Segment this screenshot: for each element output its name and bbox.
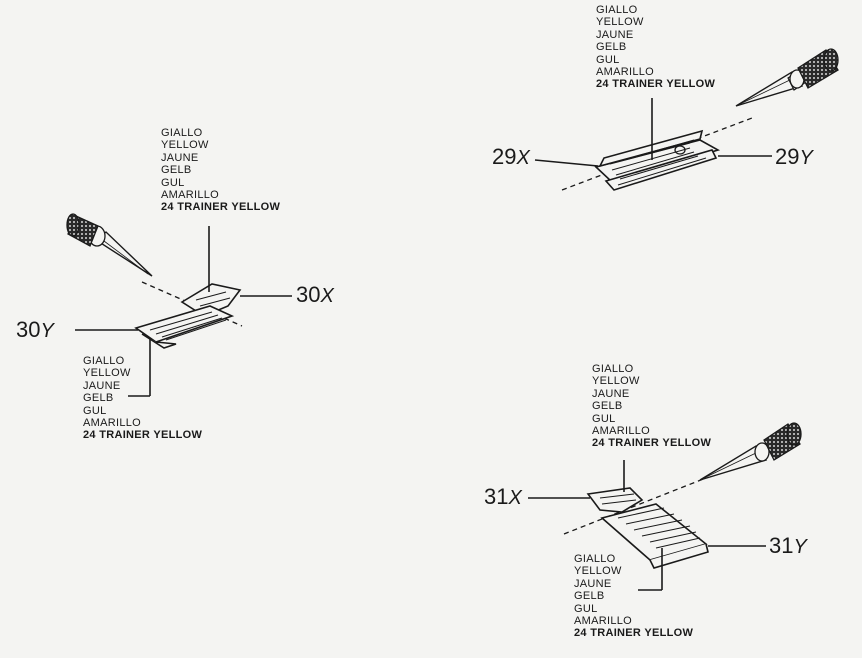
color-name-line: GIALLO [592, 363, 634, 375]
paint-label: 24 TRAINER YELLOW [596, 78, 716, 91]
color-name-line: GUL [574, 602, 598, 615]
color-name-line: YELLOW [596, 16, 644, 29]
color-name-line: JAUNE [596, 28, 634, 41]
color-name-line: GUL [161, 176, 185, 189]
paint-label: 24 TRAINER YELLOW [83, 429, 203, 442]
part-label-30y: 30Y [16, 317, 54, 343]
part-suffix: X [320, 285, 334, 307]
color-name-line: AMARILLO [592, 425, 651, 438]
part-number: 30 [296, 282, 321, 307]
color-name-line: GELB [161, 164, 192, 177]
color-name-line: YELLOW [83, 367, 131, 380]
hobby-knife-icon [699, 422, 802, 481]
paint-label: 24 TRAINER YELLOW [161, 201, 281, 214]
color-name-line: GELB [592, 400, 623, 413]
paint-label: 24 TRAINER YELLOW [592, 437, 712, 450]
part-suffix: Y [793, 536, 807, 558]
part-suffix: X [508, 487, 522, 509]
color-name-line: GIALLO [574, 553, 616, 565]
part-number: 31 [484, 484, 509, 509]
color-name-line: YELLOW [161, 139, 209, 152]
color-name-line: YELLOW [574, 565, 622, 578]
part-number: 30 [16, 317, 41, 342]
color-name-line: GELB [83, 392, 114, 405]
color-name-line: AMARILLO [574, 615, 633, 628]
color-label-block-31-bottom: GIALLO YELLOW JAUNE GELB GUL AMARILLO 24… [574, 553, 693, 640]
part-label-29y: 29Y [775, 144, 813, 170]
color-label-block-30-bottom: GIALLO YELLOW JAUNE GELB GUL AMARILLO 24… [83, 355, 202, 442]
color-label-block-29: GIALLO YELLOW JAUNE GELB GUL AMARILLO 24… [596, 4, 715, 91]
color-name-line: GUL [592, 412, 616, 425]
assembly-30 [75, 226, 292, 397]
color-name-line: GIALLO [596, 4, 638, 16]
color-name-line: GUL [596, 53, 620, 66]
hobby-knife-icon [66, 213, 153, 277]
color-name-line: JAUNE [574, 577, 612, 590]
color-name-line: JAUNE [592, 387, 630, 400]
color-name-line: AMARILLO [161, 189, 220, 202]
part-suffix: Y [799, 147, 813, 169]
part-number: 31 [769, 533, 794, 558]
color-name-line: YELLOW [592, 375, 640, 388]
paint-label: 24 TRAINER YELLOW [574, 627, 694, 640]
color-name-line: GELB [574, 590, 605, 603]
assembly-29 [534, 98, 772, 191]
part-suffix: X [516, 147, 530, 169]
part-label-31y: 31Y [769, 533, 807, 559]
color-name-line: JAUNE [83, 379, 121, 392]
color-name-line: AMARILLO [83, 417, 142, 430]
part-label-30x: 30X [296, 282, 334, 308]
assembly-31 [528, 460, 766, 591]
part-suffix: Y [40, 320, 54, 342]
color-label-block-30-top: GIALLO YELLOW JAUNE GELB GUL AMARILLO 24… [161, 127, 280, 214]
hobby-knife-icon [735, 48, 839, 107]
part-label-29x: 29X [492, 144, 530, 170]
color-name-line: GUL [83, 404, 107, 417]
color-name-line: GIALLO [161, 127, 203, 139]
part-number: 29 [492, 144, 517, 169]
color-name-line: GELB [596, 41, 627, 54]
part-number: 29 [775, 144, 800, 169]
color-name-line: JAUNE [161, 151, 199, 164]
color-label-block-31-top: GIALLO YELLOW JAUNE GELB GUL AMARILLO 24… [592, 363, 711, 450]
color-name-line: AMARILLO [596, 66, 655, 79]
part-label-31x: 31X [484, 484, 522, 510]
color-name-line: GIALLO [83, 355, 125, 367]
